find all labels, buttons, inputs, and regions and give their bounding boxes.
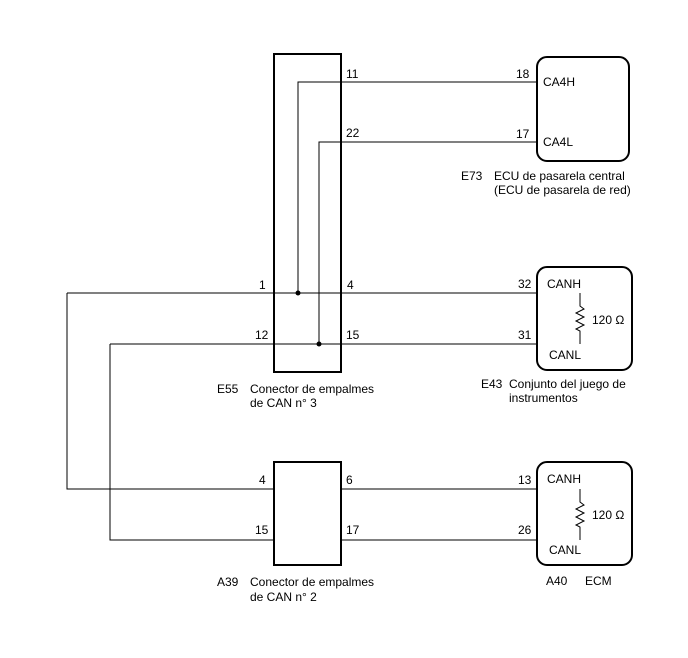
e73-code: E73	[461, 169, 483, 183]
a40-pin-lo: 26	[518, 523, 532, 537]
e55-pin-4: 4	[347, 278, 354, 292]
e73-pin-lo: 17	[516, 127, 530, 141]
e43-resistor-label: 120 Ω	[592, 313, 624, 327]
e73-name-line1: ECU de pasarela central	[494, 169, 625, 183]
wire-ca4l	[318, 141, 538, 344]
e73-sig-hi: CA4H	[543, 75, 575, 89]
e43-sig-lo: CANL	[549, 348, 581, 362]
e73-sig-lo: CA4L	[543, 135, 573, 149]
a40-sig-lo: CANL	[549, 543, 581, 557]
junction-dot-canh	[295, 290, 301, 296]
e43-pin-hi: 32	[518, 277, 532, 291]
a39-pin-15: 15	[255, 523, 269, 537]
e43-pin-lo: 31	[518, 328, 532, 342]
e55-pin-12: 12	[255, 328, 269, 342]
e43-resistor	[574, 293, 586, 344]
e55-name-line2: de CAN n° 3	[250, 396, 317, 410]
e43-name-line2: instrumentos	[509, 391, 578, 405]
wires	[66, 81, 538, 541]
wire-ca4h	[297, 81, 538, 293]
e55-pin-15: 15	[346, 328, 360, 342]
a39-connector-box	[273, 461, 342, 566]
e55-pin-11: 11	[346, 67, 359, 81]
a40-resistor	[574, 489, 586, 540]
e73-name-line2: (ECU de pasarela de red)	[494, 183, 631, 197]
a39-pin-17: 17	[346, 523, 360, 537]
a40-pin-hi: 13	[518, 473, 532, 487]
e55-name-line1: Conector de empalmes	[250, 382, 374, 396]
e43-sig-hi: CANH	[547, 277, 581, 291]
e43-code: E43	[481, 377, 503, 391]
e43-instrument-box	[536, 266, 633, 371]
a40-code: A40	[546, 574, 568, 588]
e43-name-line1: Conjunto del juego de	[509, 377, 626, 391]
e73-ecu-box	[536, 56, 630, 162]
e55-connector-box	[273, 53, 342, 373]
a40-ecm-box	[536, 461, 633, 566]
e73-pin-hi: 18	[516, 67, 530, 81]
e55-pin-22: 22	[346, 126, 360, 140]
wire-canh-loop	[66, 293, 538, 490]
e55-code: E55	[217, 382, 239, 396]
a39-pin-6: 6	[346, 473, 353, 487]
a39-code: A39	[217, 575, 239, 589]
wire-canl-loop	[109, 344, 538, 541]
a40-name: ECM	[585, 574, 612, 588]
a39-name-line1: Conector de empalmes	[250, 575, 374, 589]
junction-dot-canl	[316, 341, 322, 347]
a40-sig-hi: CANH	[547, 472, 581, 486]
a40-resistor-label: 120 Ω	[592, 508, 624, 522]
a39-name-line2: de CAN n° 2	[250, 590, 317, 604]
e55-pin-1: 1	[259, 278, 266, 292]
a39-pin-4: 4	[259, 473, 266, 487]
